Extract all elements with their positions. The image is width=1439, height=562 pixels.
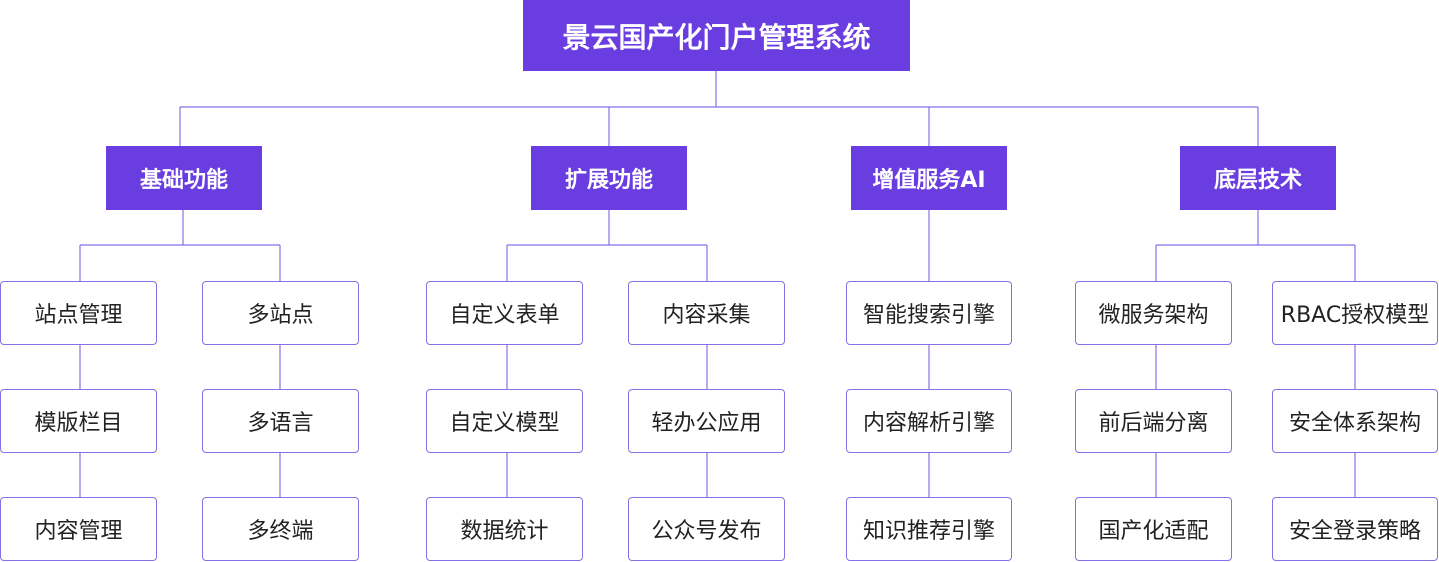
leaf-node: 微服务架构	[1075, 281, 1232, 345]
leaf-node: 智能搜索引擎	[846, 281, 1012, 345]
leaf-node: 内容解析引擎	[846, 389, 1012, 453]
leaf-node: 多语言	[202, 389, 359, 453]
root-title: 景云国产化门户管理系统	[562, 20, 871, 54]
leaf-label: 多语言	[247, 411, 314, 436]
leaf-label: 知识推荐引擎	[862, 519, 995, 544]
leaf-node: 轻办公应用	[628, 389, 785, 453]
leaf-label: 国产化适配	[1098, 519, 1209, 544]
leaf-node: 知识推荐引擎	[846, 497, 1012, 561]
leaf-node: 多终端	[202, 497, 359, 561]
category-title: 增值服务AI	[872, 168, 986, 193]
leaf-node: 自定义模型	[426, 389, 583, 453]
leaf-node: 内容采集	[628, 281, 785, 345]
leaf-label: 安全体系架构	[1288, 411, 1421, 436]
leaf-label: 内容采集	[662, 303, 751, 328]
leaf-label: RBAC授权模型	[1280, 303, 1430, 328]
leaf-label: 内容解析引擎	[862, 411, 995, 436]
leaf-node: 安全体系架构	[1272, 389, 1438, 453]
leaf-label: 内容管理	[34, 519, 123, 544]
leaf-label: 自定义模型	[449, 411, 560, 436]
leaf-node: 数据统计	[426, 497, 583, 561]
leaf-label: 微服务架构	[1098, 303, 1209, 328]
category-node-tech: 底层技术	[1180, 146, 1336, 210]
leaf-node: 内容管理	[0, 497, 157, 561]
leaf-label: 公众号发布	[651, 519, 762, 544]
leaf-node: 公众号发布	[628, 497, 785, 561]
leaf-label: 智能搜索引擎	[862, 303, 995, 328]
leaf-node: 站点管理	[0, 281, 157, 345]
leaf-label: 轻办公应用	[651, 411, 762, 436]
leaf-label: 模版栏目	[34, 411, 123, 436]
leaf-node: 自定义表单	[426, 281, 583, 345]
leaf-node: 多站点	[202, 281, 359, 345]
category-title: 扩展功能	[564, 168, 653, 193]
category-title: 基础功能	[139, 168, 228, 193]
leaf-node: 安全登录策略	[1272, 497, 1438, 561]
leaf-label: 多终端	[247, 519, 314, 544]
leaf-label: 前后端分离	[1098, 411, 1209, 436]
leaf-node: 国产化适配	[1075, 497, 1232, 561]
leaf-node: 模版栏目	[0, 389, 157, 453]
leaf-label: 自定义表单	[449, 303, 560, 328]
category-node-extended: 扩展功能	[531, 146, 687, 210]
leaf-label: 安全登录策略	[1288, 519, 1421, 544]
category-title: 底层技术	[1213, 168, 1302, 193]
leaf-label: 站点管理	[34, 303, 123, 328]
category-node-ai: 增值服务AI	[851, 146, 1007, 210]
leaf-label: 数据统计	[460, 519, 549, 544]
category-node-basic: 基础功能	[106, 146, 262, 210]
root-node: 景云国产化门户管理系统	[523, 0, 910, 71]
leaf-node: 前后端分离	[1075, 389, 1232, 453]
leaf-node: RBAC授权模型	[1272, 281, 1438, 345]
leaf-label: 多站点	[247, 303, 314, 328]
